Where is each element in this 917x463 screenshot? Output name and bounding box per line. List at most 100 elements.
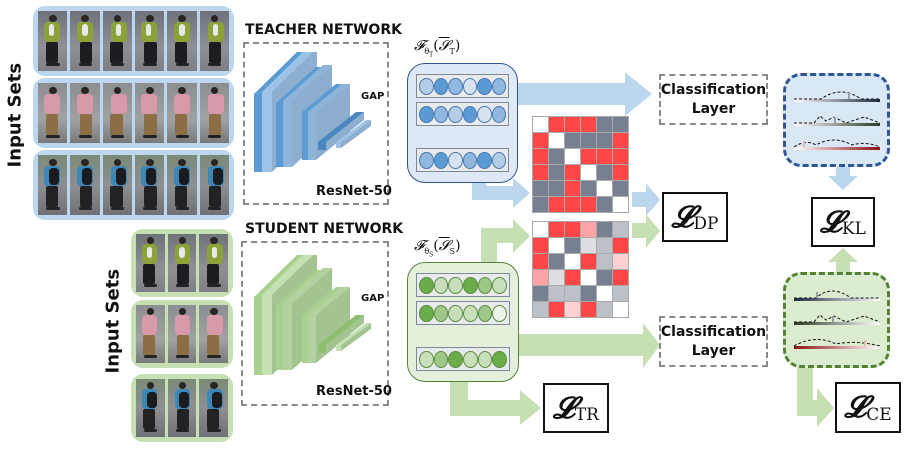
student-feature-row: [416, 347, 510, 371]
matrix-cell: [597, 197, 612, 212]
student-feature-box: [407, 262, 519, 382]
feature-activation-circle: [419, 350, 434, 368]
teacher-feature-row: [416, 74, 509, 98]
matrix-cell: [533, 117, 548, 132]
feature-activation-circle: [433, 276, 449, 294]
class-probability-distribution: [793, 339, 881, 349]
feature-activation-circle: [419, 105, 434, 123]
matrix-cell: [613, 165, 628, 180]
set-symbol: 𝓢: [438, 238, 450, 254]
matrix-cell: [533, 197, 548, 212]
feature-activation-circle: [448, 77, 463, 95]
classification-label: Classification: [660, 323, 767, 340]
person-image: [136, 305, 165, 363]
theta-symbol: θ: [424, 46, 430, 56]
matrix-cell: [613, 286, 628, 301]
matrix-cell: [581, 181, 596, 196]
feature-activation-circle: [477, 350, 493, 368]
matrix-cell: [581, 133, 596, 148]
theta-subscript: S: [429, 251, 434, 259]
person-image: [199, 379, 229, 437]
matrix-cell: [613, 181, 628, 196]
class-probability-distribution: [793, 139, 881, 150]
arrow-student-matrix-to-dp: [632, 214, 660, 248]
arrow-student-dist-to-kl: [828, 248, 858, 273]
person-image: [199, 155, 229, 215]
class-probability-distribution: [794, 314, 881, 325]
person-image: [70, 11, 100, 71]
matrix-cell: [581, 165, 596, 180]
arrow-teacher-matrix-to-dp: [632, 183, 660, 216]
matrix-cell: [565, 286, 580, 301]
person-image: [102, 83, 132, 143]
feature-activation-circle: [462, 151, 477, 169]
feature-activation-circle: [491, 77, 506, 95]
student-feature-notation: 𝓕θS(𝓢S): [414, 238, 461, 259]
matrix-cell: [565, 197, 580, 212]
matrix-cell: [565, 117, 580, 132]
feature-activation-circle: [462, 77, 477, 95]
matrix-cell: [613, 117, 628, 132]
matrix-cell: [613, 254, 628, 269]
teacher-distance-matrix: [532, 116, 629, 213]
person-image: [38, 11, 68, 71]
loss-subscript: CE: [866, 404, 892, 425]
matrix-cell: [533, 181, 548, 196]
matrix-cell: [597, 133, 612, 148]
person-image: [167, 379, 197, 437]
matrix-cell: [581, 254, 596, 269]
teacher-classification-layer: Classification Layer: [659, 74, 768, 125]
network-layer-block: [318, 112, 364, 150]
person-image: [102, 155, 132, 215]
student-resnet-icon: [254, 255, 371, 375]
feature-activation-circle: [419, 77, 434, 95]
input-set-green-jacket: [131, 229, 233, 297]
feature-activation-circle: [492, 350, 508, 368]
teacher-feature-row: [416, 148, 509, 172]
person-image: [199, 234, 229, 292]
arrow-teacher-dist-to-kl: [828, 167, 858, 190]
matrix-cell: [597, 286, 612, 301]
feature-activation-circle: [463, 304, 478, 322]
matrix-cell: [581, 238, 596, 253]
loss-symbol: 𝓛: [820, 204, 842, 240]
matrix-cell: [533, 270, 548, 285]
matrix-cell: [597, 238, 612, 253]
feature-activation-circle: [492, 304, 508, 322]
feature-activation-circle: [448, 276, 464, 294]
matrix-cell: [565, 181, 580, 196]
student-network-title: STUDENT NETWORK: [245, 221, 404, 237]
feature-activation-circle: [448, 151, 463, 169]
matrix-cell: [533, 222, 548, 237]
matrix-cell: [565, 270, 580, 285]
student-classification-layer: Classification Layer: [659, 316, 768, 367]
matrix-cell: [533, 149, 548, 164]
feature-activation-circle: [491, 151, 506, 169]
matrix-cell: [565, 302, 580, 317]
matrix-cell: [613, 238, 628, 253]
feature-activation-circle: [463, 350, 478, 368]
matrix-cell: [597, 117, 612, 132]
matrix-cell: [581, 302, 596, 317]
feature-activation-circle: [448, 105, 463, 123]
teacher-gap-label: GAP: [361, 91, 385, 102]
loss-subscript: DP: [693, 214, 719, 234]
person-image: [70, 155, 100, 215]
matrix-cell: [613, 133, 628, 148]
feature-activation-circle: [477, 151, 492, 169]
teacher-resnet-icon: [254, 52, 371, 172]
feature-activation-circle: [433, 304, 449, 322]
teacher-network-box: [243, 42, 389, 205]
feature-activation-circle: [433, 105, 448, 123]
matrix-cell: [565, 165, 580, 180]
matrix-cell: [613, 270, 628, 285]
matrix-cell: [613, 302, 628, 317]
matrix-cell: [597, 254, 612, 269]
input-set-backpack-blue-shirt: [33, 150, 234, 220]
person-image: [199, 305, 229, 363]
input-set-green-jacket: [33, 6, 234, 76]
teacher-backbone-label: ResNet-50: [316, 184, 392, 199]
